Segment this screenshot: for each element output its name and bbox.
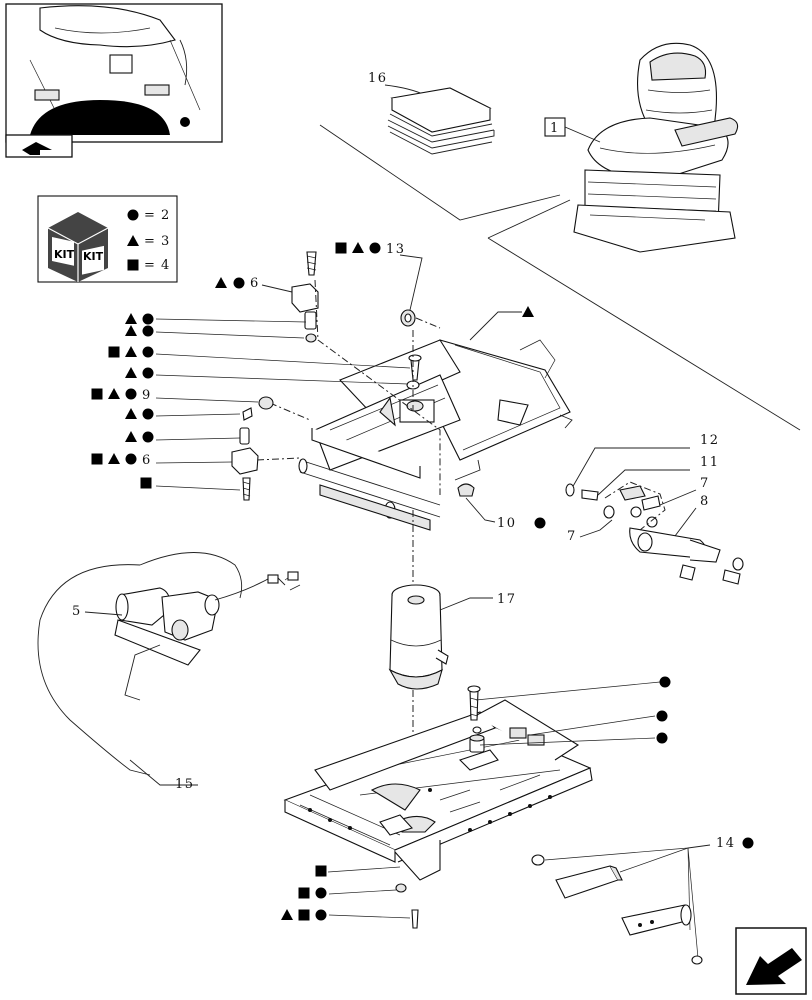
callout-7-a: 7 [700, 476, 710, 491]
circle-symbol-icon [127, 209, 139, 221]
left-callouts: 9 6 [91, 313, 411, 501]
equals-sign: = [144, 208, 157, 223]
triangle-count: 3 [161, 234, 171, 249]
lower-base-frame [283, 699, 593, 881]
next-page-arrow[interactable] [735, 927, 807, 995]
kit-label-2: KIT [83, 250, 104, 263]
kit-legend: KIT KIT = 2 = 3 = 4 [37, 195, 178, 283]
callout-6-left: 6 [142, 453, 152, 468]
square-count: 4 [161, 258, 171, 273]
square-symbol-icon [127, 259, 139, 271]
callout-14: 14 [716, 836, 736, 851]
cushion-pad-part-16: 16 [368, 71, 495, 155]
callout-5: 5 [72, 604, 82, 619]
air-spring-part-17: 17 [388, 510, 517, 808]
callout-17: 17 [497, 592, 517, 607]
callout-9: 9 [142, 388, 152, 403]
equals-sign: = [144, 234, 157, 249]
callout-12: 12 [700, 433, 720, 448]
upper-scissor-frame [298, 339, 573, 531]
arrow-icon [22, 142, 52, 155]
kit-label-1: KIT [54, 248, 75, 261]
compressor-part-5: 15 5 [37, 552, 301, 792]
callout-11: 11 [700, 455, 720, 470]
callout-10: 10 [497, 516, 517, 531]
upper-fasteners: 6 [215, 251, 441, 495]
callout-8: 8 [700, 494, 710, 509]
bushing-part-13: 13 [335, 242, 441, 329]
cab-location-inset [5, 3, 223, 158]
triangle-callout-frame [469, 306, 534, 341]
seat-assembly: 1 [319, 42, 801, 431]
callout-7-b: 7 [567, 529, 577, 544]
lever-kit-parts: 12 11 7 8 7 [565, 433, 744, 585]
callout-6-top: 6 [250, 276, 260, 291]
circle-count: 2 [161, 208, 171, 223]
callout-1: 1 [550, 121, 560, 136]
equals-sign: = [144, 258, 157, 273]
callout-15: 15 [175, 777, 195, 792]
callout-16: 16 [368, 71, 388, 86]
bumper-part-10: 10 [457, 483, 546, 531]
rod-part-14: 14 [531, 836, 754, 965]
kit-box-icon: KIT KIT [47, 212, 109, 282]
base-fasteners [281, 676, 671, 929]
callout-13: 13 [386, 242, 406, 257]
arrow-icon [746, 948, 802, 985]
